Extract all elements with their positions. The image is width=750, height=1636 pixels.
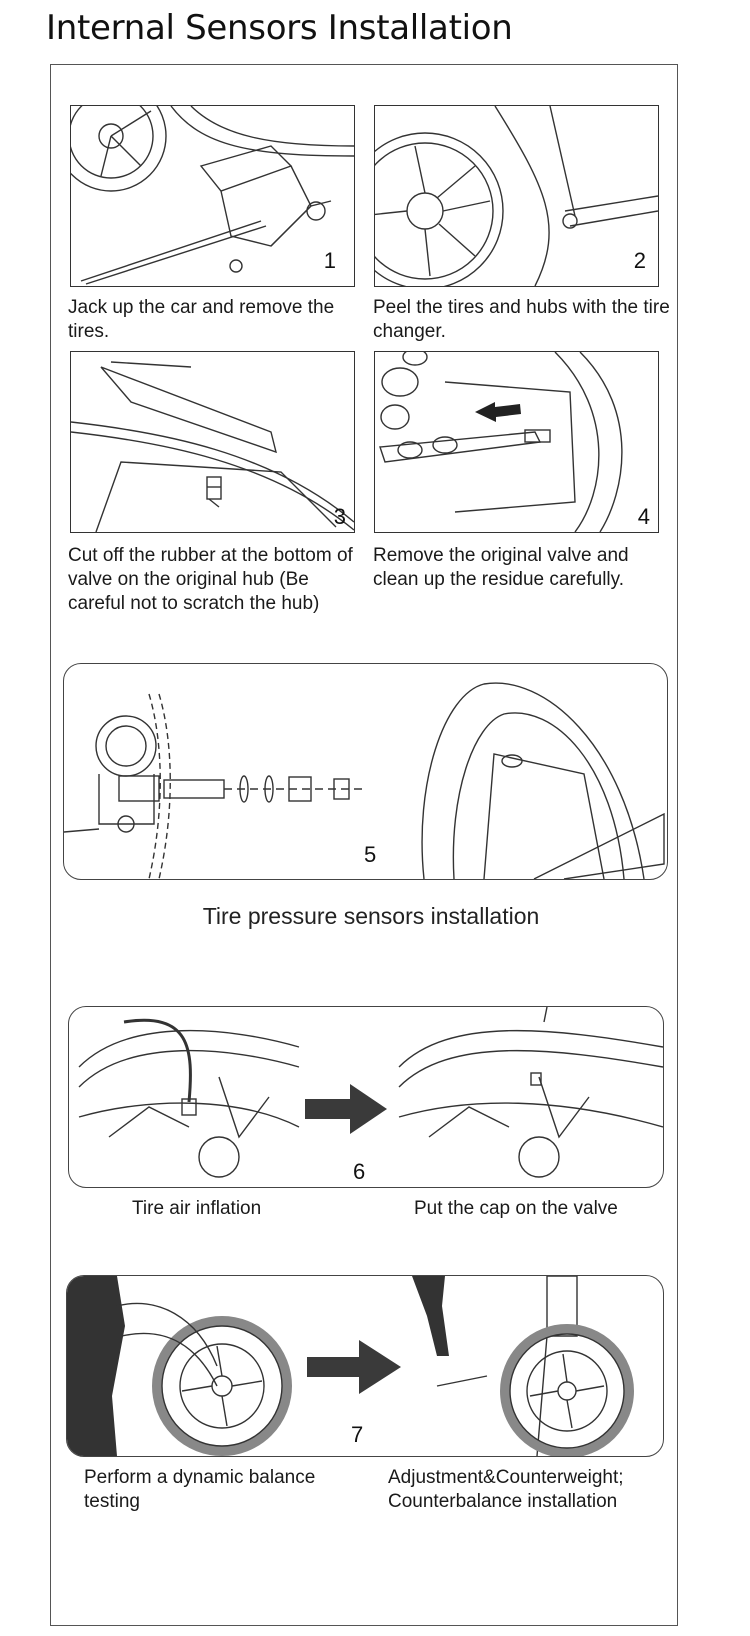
step-3-number: 3 <box>333 504 346 529</box>
balance-testing-drawing <box>67 1276 634 1456</box>
step-5-illustration: 5 <box>63 663 668 880</box>
step-6-illustration: 6 <box>68 1006 664 1188</box>
step-4-number: 4 <box>637 504 650 529</box>
step-1-number: 1 <box>323 248 336 273</box>
step-7-number: 7 <box>351 1422 364 1447</box>
remove-valve-drawing <box>379 352 623 532</box>
step-7-left-caption: Perform a dynamic balance testing <box>84 1467 316 1512</box>
step-2-number: 2 <box>633 248 646 273</box>
step-6-left-caption: Tire air inflation <box>132 1198 262 1219</box>
inflation-drawing <box>78 1007 663 1178</box>
step-7-right-caption: Adjustment&Counterweight; Counterbalance… <box>388 1467 624 1512</box>
cut-rubber-drawing <box>71 361 354 532</box>
step-3-caption: Cut off the rubber at the bottom of valv… <box>68 545 353 614</box>
step-6-right-caption: Put the cap on the valve <box>414 1198 618 1219</box>
step-1-caption: Jack up the car and remove the tires. <box>68 297 335 342</box>
step-6-number: 6 <box>353 1159 366 1184</box>
step-7-illustration: 7 <box>66 1275 664 1457</box>
page-title: Internal Sensors Installation <box>46 8 513 48</box>
sensor-install-drawing <box>64 682 665 879</box>
step-2-caption: Peel the tires and hubs with the tire ch… <box>373 297 670 342</box>
tire-changer-drawing <box>375 106 658 286</box>
jack-car-drawing <box>71 106 354 285</box>
step-5-number: 5 <box>364 842 377 867</box>
step-5-caption: Tire pressure sensors installation <box>202 903 540 929</box>
step-2-illustration: 2 <box>374 105 659 287</box>
step-1-illustration: 1 <box>70 105 355 287</box>
step-4-illustration: 4 <box>374 351 659 533</box>
instructions-frame <box>50 64 678 1626</box>
step-3-illustration: 3 <box>70 351 355 533</box>
step-4-caption: Remove the original valve and clean up t… <box>373 545 629 590</box>
